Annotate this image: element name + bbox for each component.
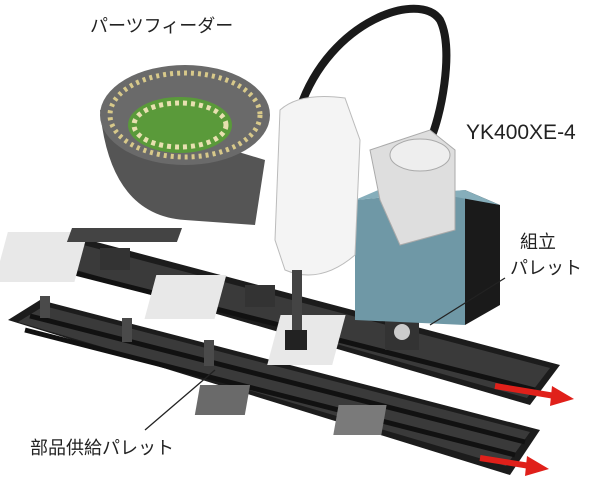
scara-robot	[274, 96, 456, 350]
parts-feeder-label: パーツフィーダー	[90, 16, 234, 37]
flow-arrow-lower	[479, 455, 549, 476]
flow-arrow-upper	[494, 383, 574, 406]
robot-cable	[296, 4, 451, 142]
parts-feeder-illustration	[66, 65, 270, 242]
assembly-pallet-leader	[429, 277, 506, 326]
supply-pallet-leader	[144, 369, 216, 431]
assembly-pallet-label-line2: パレット	[510, 258, 582, 279]
parts-supply-pallet-label: 部品供給パレット	[30, 438, 174, 459]
parts-supply-conveyor	[8, 296, 540, 475]
assembly-pallet-label-line1: 組立	[520, 232, 556, 253]
robot-model-label: YK400XE-4	[466, 121, 576, 144]
